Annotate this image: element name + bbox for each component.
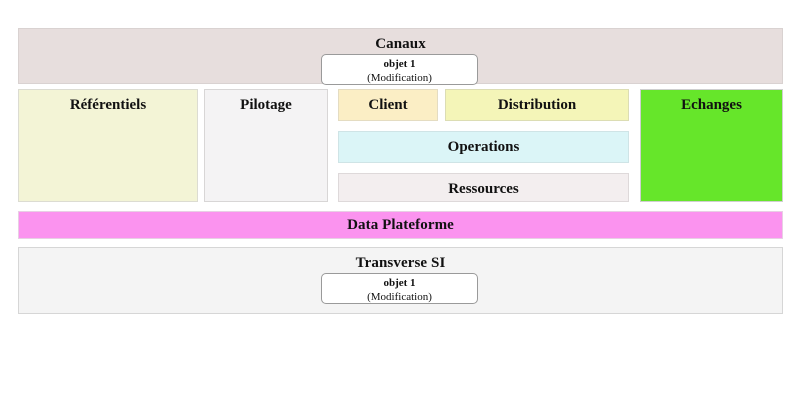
center-stack-top-row: Client Distribution [338,89,629,121]
box-distribution-title: Distribution [497,97,577,113]
box-client[interactable]: Client [338,89,438,121]
middle-row: Référentiels Pilotage Client Distributio… [18,89,783,202]
box-echanges[interactable]: Echanges [640,89,783,202]
box-echanges-title: Echanges [681,97,742,113]
box-client-title: Client [368,97,408,113]
center-stack: Client Distribution Operations Ressource… [338,89,629,202]
box-ressources[interactable]: Ressources [338,173,629,202]
section-data-plateforme-title: Data Plateforme [347,217,454,233]
canaux-objet-card[interactable]: objet 1 (Modification) [321,54,478,85]
transverse-objet-name: objet 1 [383,277,416,289]
section-canaux[interactable]: Canaux objet 1 (Modification) [18,28,783,85]
box-referentiels[interactable]: Référentiels [18,89,198,202]
section-transverse-si-title: Transverse SI [355,255,446,271]
box-referentiels-title: Référentiels [69,97,147,113]
box-pilotage-title: Pilotage [240,97,292,113]
architecture-diagram: Canaux objet 1 (Modification) Référentie… [18,28,783,314]
box-operations-title: Operations [447,139,520,155]
section-data-plateforme[interactable]: Data Plateforme [18,211,783,239]
box-distribution[interactable]: Distribution [445,89,629,121]
section-transverse-si[interactable]: Transverse SI objet 1 (Modification) [18,247,783,314]
section-canaux-title: Canaux [375,36,426,52]
box-operations[interactable]: Operations [338,131,629,163]
box-pilotage[interactable]: Pilotage [204,89,328,202]
box-ressources-title: Ressources [448,181,519,197]
canaux-objet-name: objet 1 [383,58,416,70]
transverse-objet-state: (Modification) [367,290,432,303]
canaux-objet-state: (Modification) [367,71,432,84]
transverse-objet-card[interactable]: objet 1 (Modification) [321,273,478,304]
